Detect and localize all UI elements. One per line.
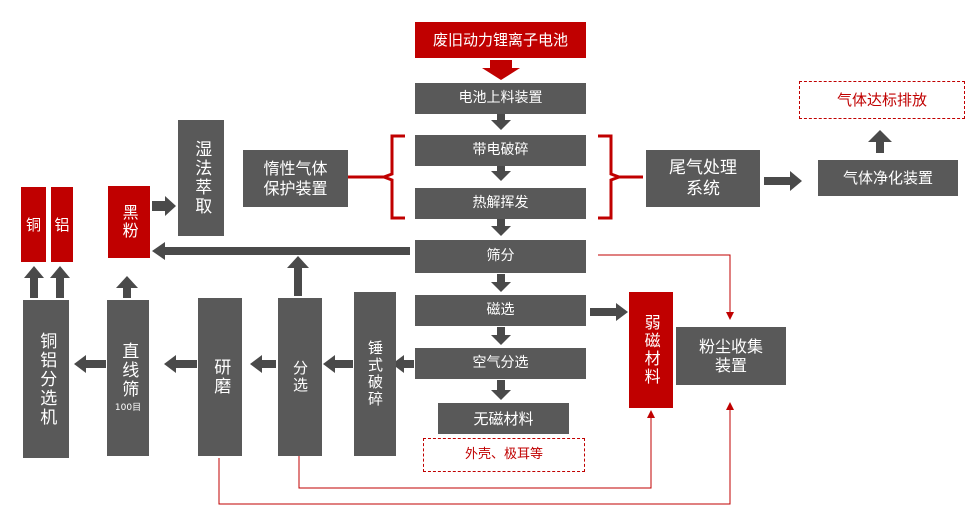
nonmagnetic-material-box: 无磁材料	[438, 403, 569, 434]
left-brace	[348, 134, 405, 220]
tail-gas-treatment-box: 尾气处理 系统	[646, 150, 760, 207]
arrow-to-emission	[868, 130, 892, 153]
source-battery-box: 废旧动力锂离子电池	[415, 22, 586, 58]
arrow-sieve-to-cual	[74, 355, 106, 373]
screening-box: 筛分	[415, 240, 586, 273]
arrow-screen-to-black	[152, 242, 410, 260]
inert-gas-protection-box: 惰性气体 保护装置	[243, 150, 348, 207]
hammer-crusher-box: 锤式破碎	[354, 292, 396, 456]
arrow-air-to-hammer	[392, 355, 414, 373]
dust-lines	[218, 254, 734, 505]
arrow-to-gas-clean	[764, 171, 802, 191]
linear-sieve-box: 直线筛 100目	[107, 300, 149, 456]
inert-line2: 保护装置	[263, 178, 328, 198]
wet-extraction-box: 湿法萃取	[178, 120, 224, 236]
arrow-cual-up-cu	[24, 266, 44, 298]
arrow-sieve-up	[116, 276, 138, 298]
arrow-black-to-wet	[152, 196, 176, 216]
inert-line1: 惰性气体	[263, 159, 328, 179]
arrow-hammer-to-sort	[323, 355, 353, 373]
linear-sieve-label: 直线筛	[118, 342, 139, 400]
dust-line2: 装置	[714, 356, 747, 375]
copper-box: 铜	[21, 187, 46, 262]
dust-collection-box: 粉尘收集 装置	[676, 327, 786, 385]
arrow-sort-up	[287, 256, 309, 296]
loading-device-box: 电池上料装置	[415, 83, 586, 114]
arrow-grind-to-sieve	[164, 355, 197, 373]
grinding-box: 研磨	[198, 298, 242, 456]
crushing-box: 带电破碎	[415, 135, 586, 166]
arrow-cual-up-al	[50, 266, 70, 298]
right-brace	[598, 134, 643, 220]
tail-line1: 尾气处理	[669, 158, 737, 179]
pyrolysis-box: 热解挥发	[415, 188, 586, 219]
weak-magnetic-material-box: 弱磁材料	[629, 292, 673, 408]
aluminum-box: 铝	[51, 187, 73, 262]
dust-line1: 粉尘收集	[698, 336, 763, 356]
magnetic-separation-box: 磁选	[415, 295, 586, 326]
gas-emission-box: 气体达标排放	[799, 81, 965, 119]
sieve-mesh-label: 100目	[114, 403, 142, 414]
arrow-mag-to-weak	[590, 303, 628, 321]
tail-line2: 系统	[686, 178, 720, 199]
arrow-sort-to-grind	[250, 355, 276, 373]
air-separation-box: 空气分选	[415, 348, 586, 379]
copper-aluminum-separator-box: 铜铝分选机	[23, 300, 69, 458]
main-down-arrows	[482, 60, 520, 400]
sorting-box: 分选	[278, 298, 322, 456]
gas-purification-box: 气体净化装置	[818, 160, 958, 196]
nonmagnetic-note-box: 外壳、极耳等	[423, 438, 585, 472]
black-powder-box: 黑粉	[108, 186, 150, 258]
